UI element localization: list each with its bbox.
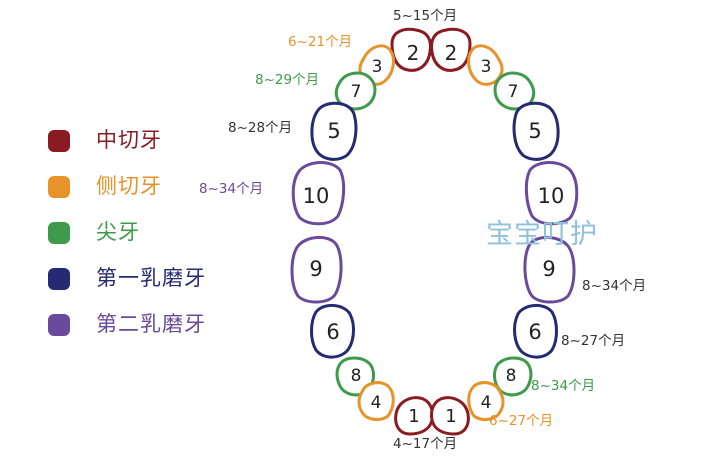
annotation-lower-lateral: 6~27个月 (489, 413, 554, 429)
legend: 中切牙 侧切牙 尖牙 第一乳磨牙 第二乳磨牙 (48, 120, 248, 350)
tooth-number: 8 (506, 366, 517, 386)
tooth-number: 2 (445, 41, 458, 65)
annotation-upper-second-molar: 8~34个月 (199, 181, 264, 197)
annotation-upper-lateral: 6~21个月 (288, 34, 353, 50)
tooth-number: 3 (372, 57, 383, 77)
tooth-number: 2 (407, 41, 420, 65)
tooth-number: 9 (309, 257, 322, 281)
tooth-number: 6 (528, 320, 541, 344)
tooth-number: 7 (508, 82, 519, 102)
tooth-number: 10 (538, 184, 565, 208)
legend-item-lateral-incisor: 侧切牙 (48, 166, 248, 212)
legend-swatch (48, 222, 70, 244)
legend-swatch (48, 314, 70, 336)
tooth-number: 1 (445, 406, 456, 427)
legend-item-canine: 尖牙 (48, 212, 248, 258)
watermark: 宝宝叮护 (486, 219, 598, 250)
tooth-lower-left-lateral: 4 (357, 381, 395, 421)
tooth-upper-right-canine: 7 (493, 71, 536, 111)
legend-swatch (48, 130, 70, 152)
tooth-upper-right-central: 2 (430, 27, 472, 72)
legend-label: 尖牙 (96, 220, 140, 244)
annotation-upper-central: 5~15个月 (393, 8, 458, 24)
legend-swatch (48, 268, 70, 290)
tooth-number: 9 (542, 257, 555, 281)
tooth-number: 3 (481, 57, 492, 77)
tooth-lower-left-first-molar: 6 (310, 304, 355, 359)
tooth-number: 5 (327, 119, 340, 143)
annotation-lower-first-molar: 8~27个月 (561, 333, 626, 349)
tooth-number: 1 (408, 406, 419, 427)
annotation-upper-first-molar: 8~28个月 (228, 120, 293, 136)
legend-label: 第二乳磨牙 (96, 312, 206, 336)
tooth-upper-left-first-molar: 5 (310, 101, 358, 161)
tooth-upper-left-central: 2 (390, 27, 432, 72)
tooth-number: 5 (528, 119, 541, 143)
legend-label: 侧切牙 (96, 174, 162, 198)
tooth-lower-right-lateral: 4 (467, 381, 505, 421)
tooth-number: 4 (371, 393, 382, 413)
annotation-lower-canine: 8~34个月 (531, 378, 596, 394)
legend-item-central-incisor: 中切牙 (48, 120, 248, 166)
tooth-upper-left-canine: 7 (334, 71, 377, 111)
tooth-number: 8 (351, 366, 362, 386)
tooth-upper-right-lateral: 3 (467, 44, 504, 86)
tooth-lower-right-central: 1 (430, 396, 470, 436)
tooth-lower-right-second-molar: 9 (523, 236, 576, 304)
tooth-number: 10 (303, 184, 330, 208)
legend-item-second-molar: 第二乳磨牙 (48, 304, 248, 350)
legend-item-first-molar: 第一乳磨牙 (48, 258, 248, 304)
annotation-lower-second-molar: 8~34个月 (582, 278, 647, 294)
tooth-lower-right-canine: 8 (493, 356, 533, 397)
legend-label: 中切牙 (96, 128, 162, 152)
tooth-number: 4 (481, 393, 492, 413)
legend-swatch (48, 176, 70, 198)
tooth-upper-left-second-molar: 10 (291, 161, 346, 226)
tooth-upper-right-second-molar: 10 (524, 161, 579, 226)
tooth-lower-right-first-molar: 6 (513, 304, 558, 359)
annotation-lower-central: 4~17个月 (393, 436, 458, 452)
annotation-upper-canine: 8~29个月 (255, 72, 320, 88)
legend-label: 第一乳磨牙 (96, 266, 206, 290)
tooth-lower-left-second-molar: 9 (290, 236, 343, 304)
tooth-number: 7 (351, 82, 362, 102)
tooth-number: 6 (326, 320, 339, 344)
tooth-upper-right-first-molar: 5 (512, 101, 560, 161)
tooth-lower-left-central: 1 (394, 396, 434, 436)
